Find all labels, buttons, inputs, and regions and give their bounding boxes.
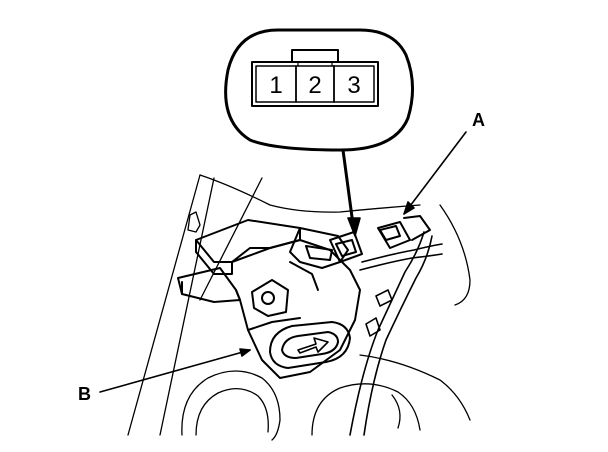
callout-b-leader — [99, 349, 251, 393]
callout-a-leader — [403, 131, 467, 215]
actuator-ridge-1 — [289, 261, 319, 291]
harness-wire-4 — [363, 235, 433, 436]
pin-3-number: 3 — [347, 72, 360, 99]
connector-a-body — [377, 221, 411, 249]
callout-a-arrowhead — [403, 201, 415, 215]
wire-harness — [349, 231, 443, 436]
right-opening-lip — [391, 394, 401, 429]
lock-direction-arrow-icon — [297, 337, 329, 354]
panel-clip — [187, 211, 201, 233]
door-panel-left-edge-inner — [159, 177, 215, 436]
door-panel-right-contour — [439, 204, 471, 306]
callout-a: A — [403, 110, 485, 215]
right-opening-outline — [311, 383, 421, 436]
connector-a-lock — [379, 225, 401, 241]
callout-a-label: A — [472, 110, 485, 130]
inset-leader-arrowhead — [347, 217, 361, 237]
actuator-side-connector-body — [329, 231, 363, 263]
connector-a — [377, 215, 431, 249]
callout-b-arrowhead — [239, 348, 251, 357]
door-panel-left-edge — [127, 174, 201, 436]
door-latch-actuator — [177, 219, 361, 379]
actuator-left-lever — [195, 239, 233, 275]
inset-bubble-outline — [224, 28, 415, 152]
actuator-connector-socket — [289, 227, 349, 269]
connector-face-inset: 1 2 3 — [224, 28, 415, 237]
pin-1-number: 1 — [269, 72, 282, 99]
actuator-knob-window — [269, 321, 351, 369]
panel-right-opening — [311, 383, 421, 436]
harness-wire-2 — [359, 253, 443, 271]
door-panel-lower-contour — [359, 354, 471, 421]
door-panel-top-contour — [199, 174, 421, 213]
actuator-ridge-2 — [247, 317, 301, 331]
actuator-connector-socket-inner — [305, 245, 333, 261]
door-panel-background — [127, 174, 471, 436]
actuator-side-connector-face — [335, 239, 357, 257]
harness-clip — [375, 289, 393, 307]
pin-2-number: 2 — [308, 72, 321, 99]
connector-housing-inner — [255, 65, 375, 103]
panel-circular-opening — [181, 370, 281, 441]
actuator-knob-window-inner — [281, 331, 339, 359]
connector-a-boot — [403, 215, 431, 241]
circular-opening-inner — [195, 388, 269, 436]
door-panel-ridge — [199, 177, 263, 301]
actuator-mount-bracket — [251, 279, 289, 317]
actuator-mount-screw — [261, 291, 275, 305]
actuator-housing — [231, 239, 361, 379]
callout-b: B — [78, 348, 251, 404]
circular-opening-outline — [181, 370, 281, 441]
connector-lock-tab — [291, 49, 339, 63]
harness-clip-2 — [365, 317, 381, 337]
callout-b-label: B — [78, 384, 91, 404]
harness-wire-1 — [361, 243, 443, 263]
actuator-side-connector — [329, 231, 363, 263]
harness-wire-3 — [349, 231, 425, 436]
